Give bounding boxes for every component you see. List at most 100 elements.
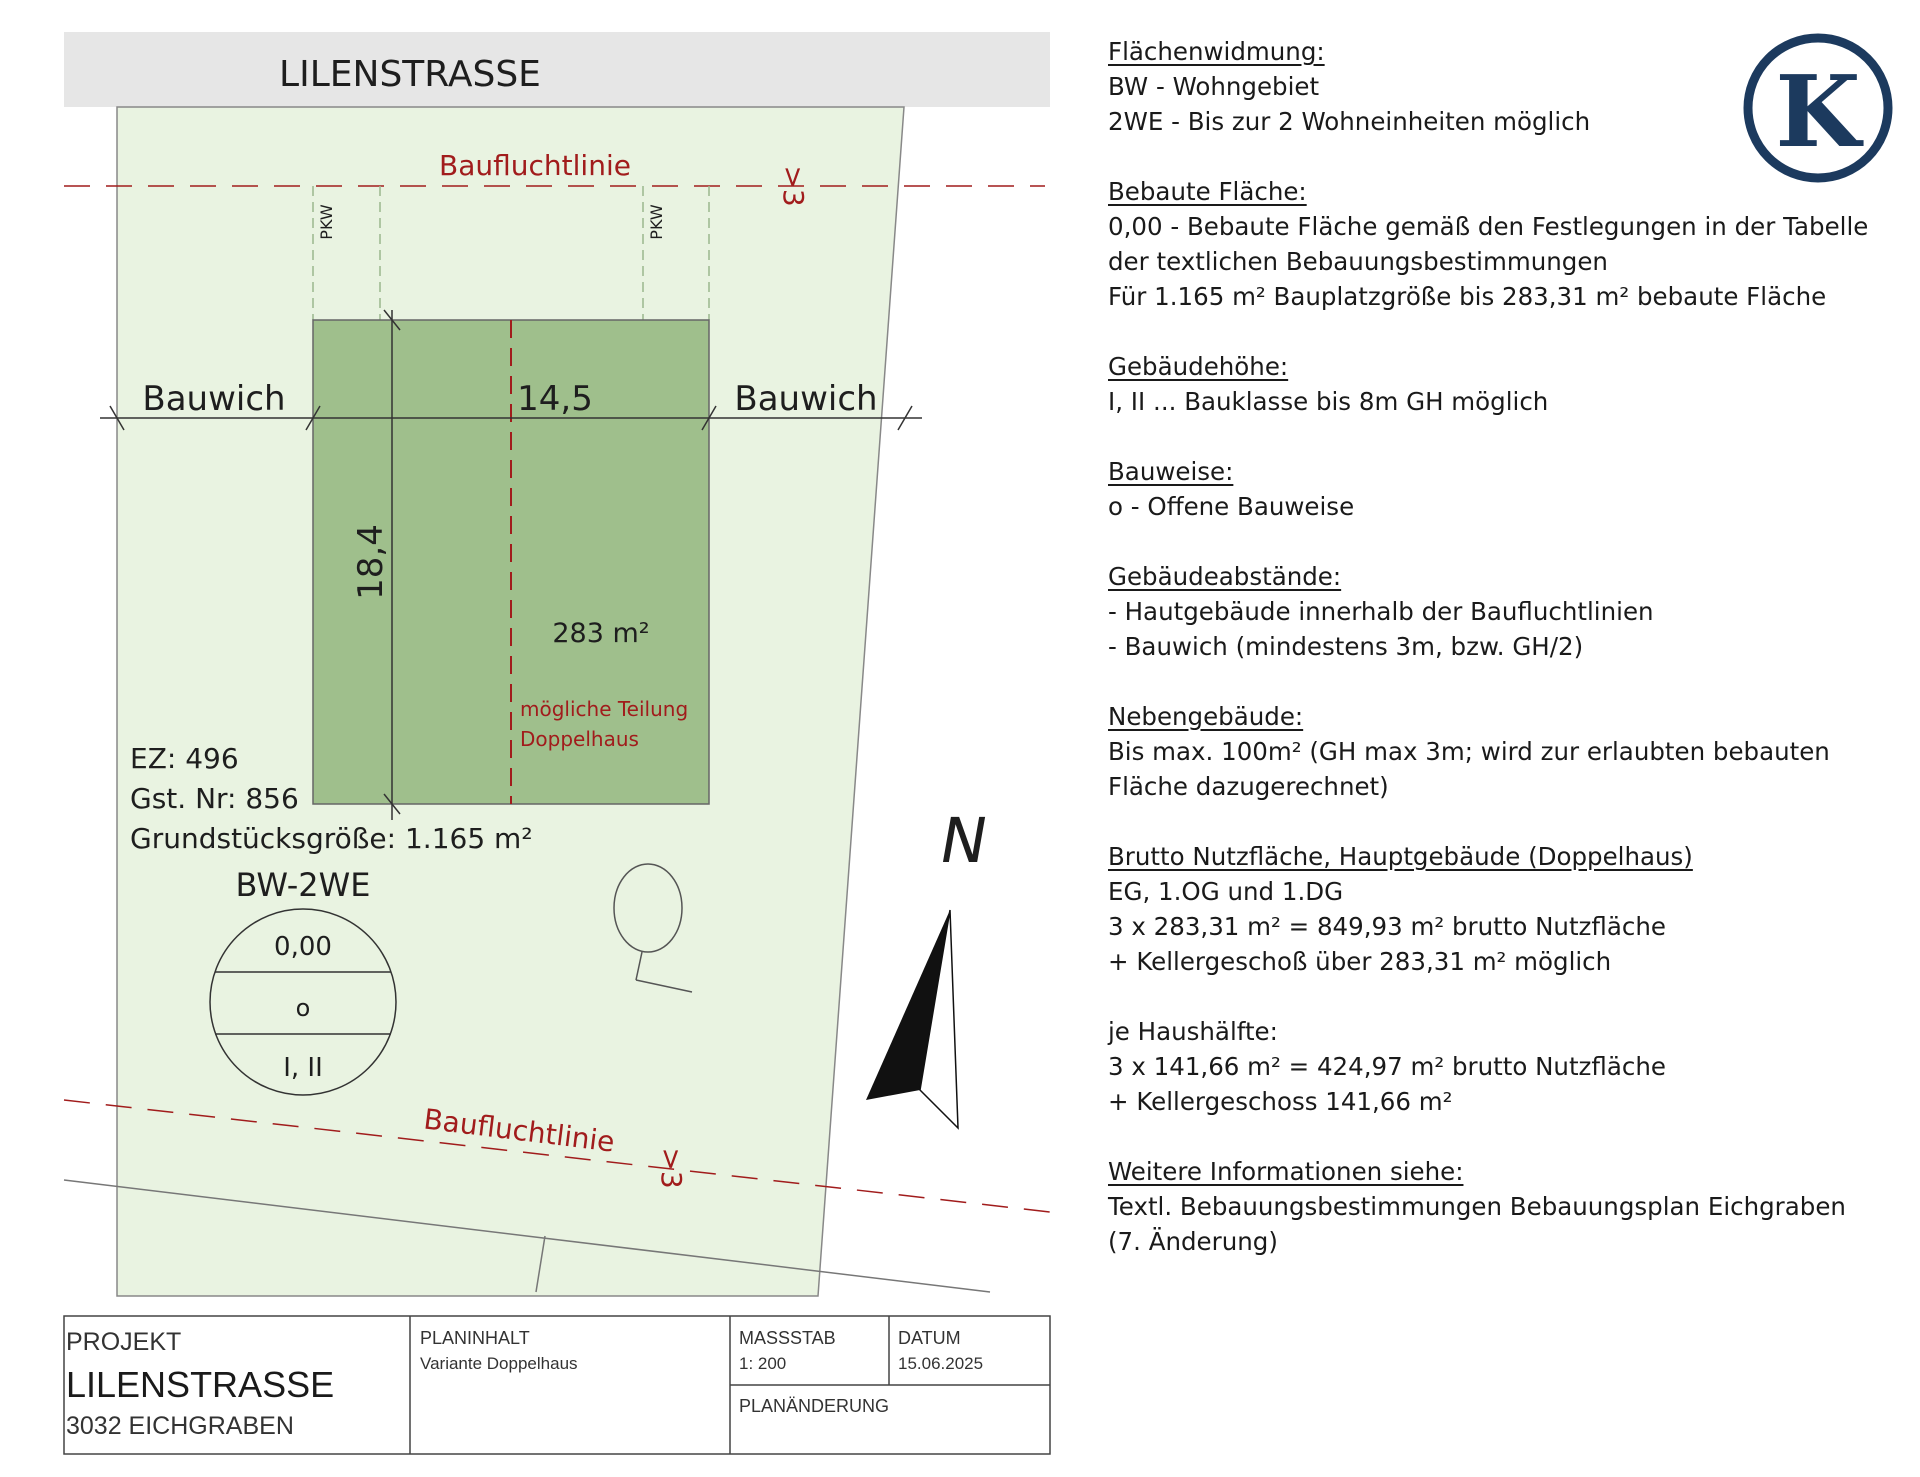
ez-number: EZ: 496 bbox=[130, 742, 239, 775]
legend-text: ... Bauklasse bis 8m GH möglich bbox=[1145, 387, 1549, 416]
division-note-line1: mögliche Teilung bbox=[520, 697, 688, 721]
legend-heading: Gebäudeabstände: bbox=[1108, 562, 1342, 591]
legend-text: + Kellergeschoss 141,66 m² bbox=[1108, 1087, 1453, 1116]
legend-line: Bis max. 100m² (GH max 3m; wird zur erla… bbox=[1108, 734, 1848, 769]
legend-text: - Hautgebäude innerhalb der Baufluchtlin… bbox=[1108, 597, 1654, 626]
setback-marker-bottom: >3 bbox=[655, 1147, 688, 1188]
legend-text: - Wohngebiet bbox=[1148, 72, 1320, 101]
legend-line: I, II ... Bauklasse bis 8m GH möglich bbox=[1108, 384, 1848, 419]
content-value: Variante Doppelhaus bbox=[420, 1354, 578, 1374]
legend-heading: Gebäudehöhe: bbox=[1108, 352, 1289, 381]
company-logo: K bbox=[1743, 33, 1893, 183]
parking-left-label: PKW bbox=[317, 204, 336, 240]
legend-line: Für 1.165 m² Bauplatzgröße bis 283,31 m²… bbox=[1108, 279, 1848, 314]
legend-heading: Bebaute Fläche: bbox=[1108, 177, 1307, 206]
project-location: 3032 EICHGRABEN bbox=[66, 1412, 294, 1440]
legend-line: BW - Wohngebiet bbox=[1108, 69, 1848, 104]
legend-section: je Haushälfte: 3 x 141,66 m² = 424,97 m² … bbox=[1108, 1014, 1848, 1119]
legend-text: 3 x 283,31 m² = 849,93 m² brutto Nutzflä… bbox=[1108, 912, 1666, 941]
scale-value: 1: 200 bbox=[739, 1354, 787, 1373]
legend-heading: Brutto Nutzfläche, Hauptgebäude (Doppelh… bbox=[1108, 842, 1693, 871]
legend-line: EG, 1.OG und 1.DG bbox=[1108, 874, 1848, 909]
legend-section: Bebaute Fläche:0,00 - Bebaute Fläche gem… bbox=[1108, 174, 1868, 314]
legend-heading: je Haushälfte: bbox=[1108, 1017, 1278, 1046]
legend-code: BW bbox=[1108, 72, 1149, 101]
legend-text: - Bebaute Fläche gemäß den Festlegungen … bbox=[1162, 212, 1869, 241]
project-label: PROJEKT bbox=[66, 1328, 182, 1356]
legend-heading: Flächenwidmung: bbox=[1108, 37, 1325, 66]
legend-text: Textl. Bebauungsbestimmungen Bebauungspl… bbox=[1108, 1192, 1846, 1221]
legend-section: Gebäudeabstände: - Hautgebäude innerhalb … bbox=[1108, 559, 1848, 664]
north-arrow-icon bbox=[866, 909, 959, 1130]
legend-line: 2WE - Bis zur 2 Wohneinheiten möglich bbox=[1108, 104, 1848, 139]
depth-dimension: 18,4 bbox=[351, 524, 391, 600]
bauwich-right-label: Bauwich bbox=[734, 379, 877, 419]
road bbox=[64, 32, 1050, 107]
legend-code: I, II bbox=[1108, 387, 1146, 416]
street-name: LILENSTRASSE bbox=[279, 54, 541, 95]
building-line-top-label: Baufluchtlinie bbox=[439, 149, 631, 182]
content-value-prefix: Variante bbox=[420, 1354, 487, 1373]
scale-label: MASSSTAB bbox=[739, 1328, 836, 1348]
date-label: DATUM bbox=[898, 1328, 961, 1348]
legend-text: der textlichen Bebauungsbestimmungen bbox=[1108, 247, 1608, 276]
legend-section: Brutto Nutzfläche, Hauptgebäude (Doppelh… bbox=[1108, 839, 1848, 979]
legend-section: Nebengebäude: Bis max. 100m² (GH max 3m; … bbox=[1108, 699, 1848, 804]
building-area: 283 m² bbox=[552, 618, 649, 649]
plot-size: Grundstücksgröße: 1.165 m² bbox=[130, 822, 533, 855]
legend-line: 3 x 141,66 m² = 424,97 m² brutto Nutzflä… bbox=[1108, 1049, 1848, 1084]
division-note-line2: Doppelhaus bbox=[520, 727, 639, 751]
parcel-number: Gst. Nr: 856 bbox=[130, 782, 299, 815]
zoning-code: BW-2WE bbox=[236, 866, 371, 904]
legend-text: Bis max. 100m² (GH max 3m; wird zur erla… bbox=[1108, 737, 1830, 766]
legend-heading: Nebengebäude: bbox=[1108, 702, 1304, 731]
legend-line: der textlichen Bebauungsbestimmungen bbox=[1108, 244, 1848, 279]
content-value-main: Doppelhaus bbox=[486, 1354, 578, 1373]
zoning-building-class: I, II bbox=[283, 1053, 323, 1083]
content-label: PLANINHALT bbox=[420, 1328, 530, 1348]
changes-label: PLANÄNDERUNG bbox=[739, 1396, 890, 1416]
boundary-line bbox=[535, 1235, 546, 1293]
date-value: 15.06.2025 bbox=[898, 1354, 984, 1373]
legend-text: - Offene Bauweise bbox=[1123, 492, 1355, 521]
legend-text: - Bis zur 2 Wohneinheiten möglich bbox=[1163, 107, 1591, 136]
legend-text: Fläche dazugerechnet) bbox=[1108, 772, 1389, 801]
zoning-density: 0,00 bbox=[274, 932, 332, 962]
parking-spaces bbox=[312, 186, 710, 320]
tree-icon bbox=[613, 863, 693, 993]
project-name: LILENSTRASSE bbox=[66, 1364, 335, 1405]
legend-section: Gebäudehöhe: I, II ... Bauklasse bis 8m G… bbox=[1108, 349, 1848, 419]
legend-code: 2WE bbox=[1108, 107, 1164, 136]
legend-line: + Kellergeschoss 141,66 m² bbox=[1108, 1084, 1848, 1119]
legend-line: 3 x 283,31 m² = 849,93 m² brutto Nutzflä… bbox=[1108, 909, 1848, 944]
legend-text: + Kellergeschoß über 283,31 m² möglich bbox=[1108, 947, 1612, 976]
legend-line: o - Offene Bauweise bbox=[1108, 489, 1848, 524]
legend-line: + Kellergeschoß über 283,31 m² möglich bbox=[1108, 944, 1848, 979]
legend-heading: Bauweise: bbox=[1108, 457, 1234, 486]
legend-text: 3 x 141,66 m² = 424,97 m² brutto Nutzflä… bbox=[1108, 1052, 1666, 1081]
legend-text: Für 1.165 m² Bauplatzgröße bis 283,31 m²… bbox=[1108, 282, 1827, 311]
legend-text: (7. Änderung) bbox=[1108, 1227, 1278, 1256]
north-label: N bbox=[934, 804, 993, 876]
rear-boundary-line bbox=[63, 1179, 991, 1293]
legend-line: - Bauwich (mindestens 3m, bzw. GH/2) bbox=[1108, 629, 1848, 664]
title-block-frame bbox=[63, 1315, 1051, 1455]
parking-right-label: PKW bbox=[647, 204, 666, 240]
dimension-lines bbox=[100, 309, 922, 820]
legend-line: Fläche dazugerechnet) bbox=[1108, 769, 1848, 804]
legend-code: o bbox=[1108, 492, 1123, 521]
zoning-circle: 0,00 o I, II bbox=[209, 908, 397, 1096]
legend-heading: Weitere Informationen siehe: bbox=[1108, 1157, 1464, 1186]
legend-text: - Bauwich (mindestens 3m, bzw. GH/2) bbox=[1108, 632, 1584, 661]
width-dimension: 14,5 bbox=[517, 379, 593, 419]
legend-line: Textl. Bebauungsbestimmungen Bebauungspl… bbox=[1108, 1189, 1848, 1224]
legend-line: - Hautgebäude innerhalb der Baufluchtlin… bbox=[1108, 594, 1848, 629]
logo-letter: K bbox=[1775, 55, 1864, 170]
legend-section: Bauweise: o - Offene Bauweise bbox=[1108, 454, 1848, 524]
zoning-construction-type: o bbox=[296, 994, 311, 1022]
bauwich-left-label: Bauwich bbox=[142, 379, 285, 419]
legend-line: (7. Änderung) bbox=[1108, 1224, 1848, 1259]
